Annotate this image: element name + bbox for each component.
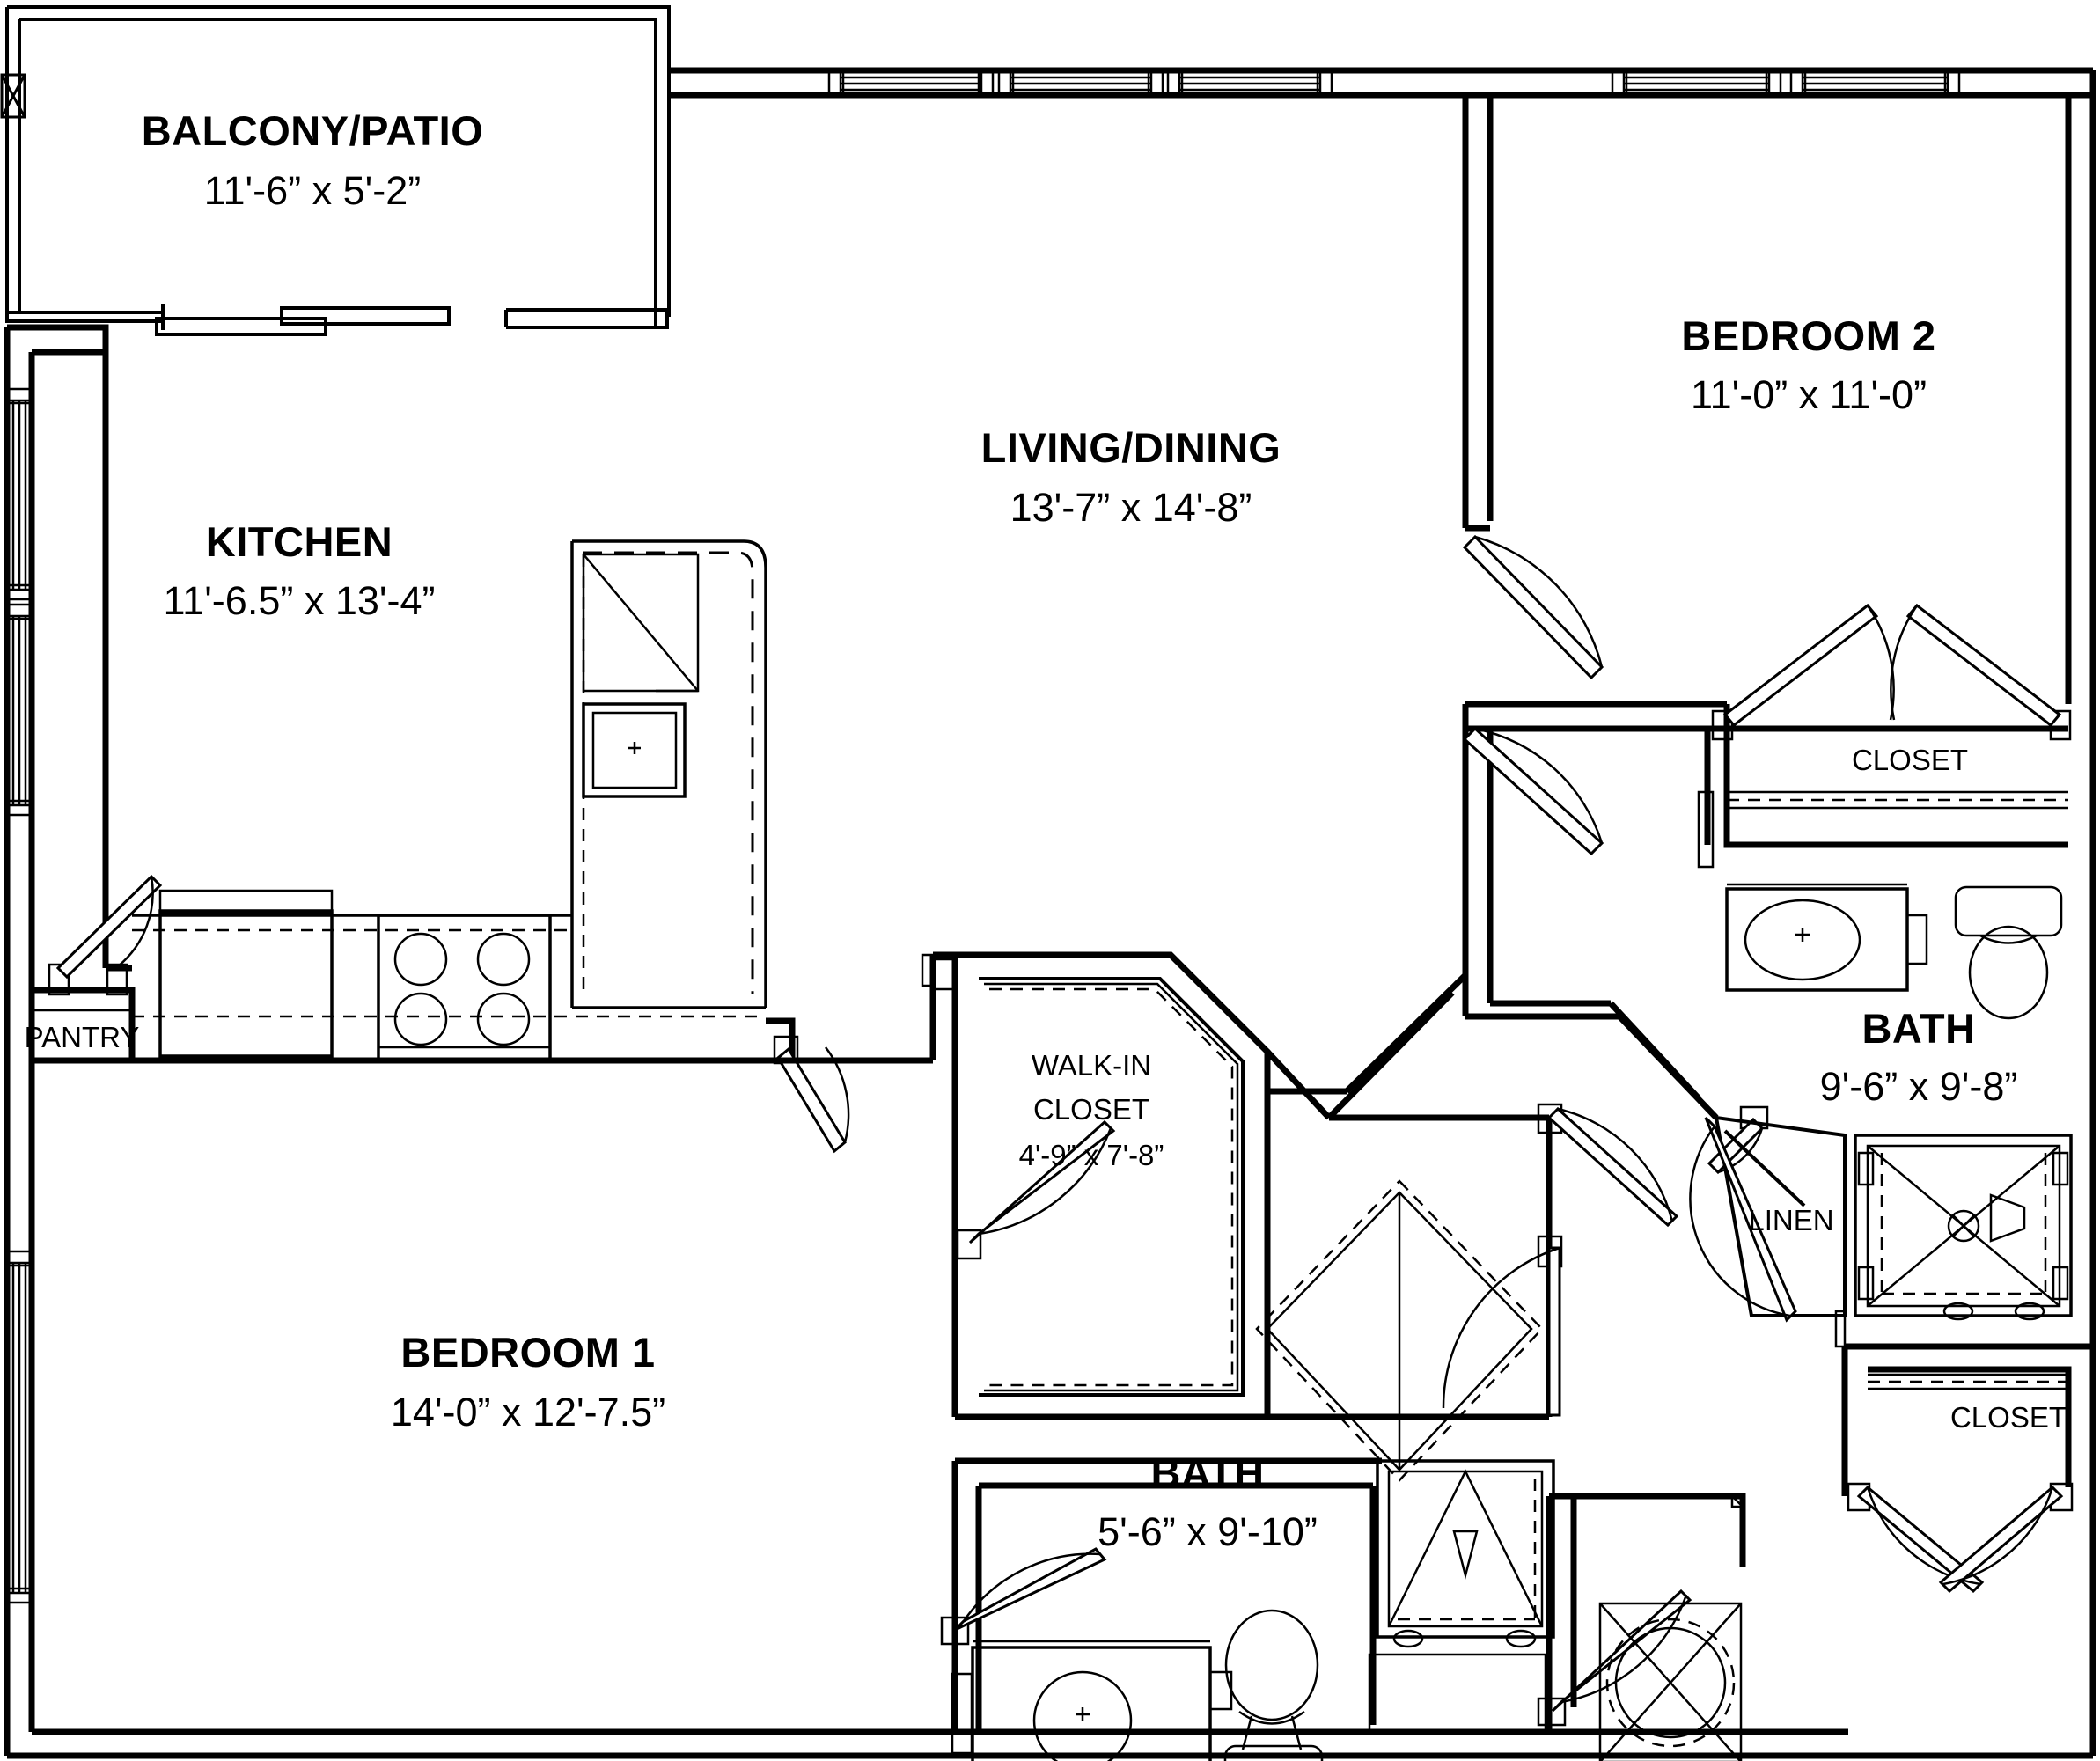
- bath1-door-inner: [940, 1547, 1107, 1646]
- linen-door: [1689, 1116, 1797, 1323]
- room-dims-balcony: 11'-6” x 5'-2”: [204, 168, 421, 213]
- walkin-door: [956, 1119, 1116, 1260]
- window-bed2-1: [1611, 69, 1782, 99]
- bath1-tub: [1368, 1459, 1555, 1734]
- living-dining-area: LIVING/DINING 13'-7” x 14'-8”: [981, 424, 1281, 530]
- room-title-living: LIVING/DINING: [981, 424, 1281, 471]
- refrigerator: [158, 889, 334, 1058]
- window-bed2-2: [1789, 69, 1961, 99]
- sub-room-label-walkin-2: CLOSET: [1033, 1093, 1149, 1126]
- window-kitchen-left-2: [4, 603, 35, 817]
- exterior-windows-top: [827, 69, 1961, 99]
- room-dims-kitchen: 11'-6.5” x 13'-4”: [164, 578, 436, 623]
- window-balcony-left: [0, 73, 26, 119]
- room-dims-bedroom1: 14'-0” x 12'-7.5”: [391, 1390, 665, 1434]
- sub-room-label-walkin-1: WALK-IN: [1032, 1049, 1151, 1082]
- closet-bath2-area: CLOSET: [1841, 1343, 2093, 1594]
- closet-bed2-doors: [1711, 603, 2072, 741]
- window-living-3: [1166, 69, 1333, 99]
- bath2-tub: [1854, 1134, 2073, 1321]
- bath2-vanity-sink: [1725, 883, 1928, 992]
- sub-room-label-closet-bed2: CLOSET: [1852, 744, 1968, 776]
- window-bed1-left: [4, 1250, 35, 1604]
- pantry-door: [48, 874, 163, 996]
- bath2-area: BATH 9'-6” x 9'-8”: [1608, 883, 2073, 1323]
- bath1-area: BATH 5'-6” x 9'-10”: [940, 1449, 1555, 1761]
- window-patio-slider: [155, 317, 327, 336]
- exterior-windows-left: [4, 387, 35, 1604]
- room-title-bath2: BATH: [1861, 1005, 1975, 1052]
- balcony-patio-area: BALCONY/PATIO 11'-6” x 5'-2”: [0, 5, 671, 336]
- sub-room-dims-walkin: 4'-9” x 7'-8”: [1019, 1139, 1164, 1171]
- bath1-vanity-sink: [951, 1640, 1233, 1761]
- window-living-2: [997, 69, 1164, 99]
- bath1-toilet: [1223, 1609, 1324, 1761]
- walkin-closet-area: WALK-IN CLOSET 4'-9” x 7'-8”: [931, 951, 1271, 1420]
- room-title-bedroom1: BEDROOM 1: [400, 1329, 655, 1376]
- bedroom1-door: [1537, 1103, 1679, 1228]
- bedroom2-door: [1462, 534, 1604, 680]
- sub-room-label-pantry: PANTRY: [25, 1021, 140, 1053]
- misc-walls: [792, 953, 1847, 1348]
- kitchen-sink: [582, 702, 687, 798]
- room-dims-bedroom2: 11'-0” x 11'-0”: [1691, 372, 1927, 417]
- closet-bed2-area: CLOSET: [1697, 603, 2072, 869]
- room-dims-bath1: 5'-6” x 9'-10”: [1098, 1509, 1318, 1554]
- room-dims-living: 13'-7” x 14'-8”: [1010, 485, 1252, 530]
- closet-bath2-doors: [1847, 1482, 2074, 1594]
- room-dims-bath2: 9'-6” x 9'-8”: [1820, 1064, 2018, 1109]
- dishwasher: [582, 553, 700, 693]
- room-title-bath1: BATH: [1150, 1449, 1264, 1496]
- hvac-unit: [1255, 1179, 1544, 1482]
- central-hall: [1255, 972, 1746, 1761]
- room-title-kitchen: KITCHEN: [206, 518, 393, 565]
- bedroom1-area: BEDROOM 1 14'-0” x 12'-7.5”: [132, 1057, 792, 1434]
- bath2-toilet: [1954, 885, 2063, 1020]
- sub-room-label-linen: LINEN: [1748, 1204, 1833, 1236]
- kitchen-entry-door: [766, 1017, 850, 1154]
- sub-room-label-closet-bath2: CLOSET: [1950, 1401, 2067, 1434]
- washer-dryer: [1598, 1602, 1743, 1761]
- room-title-bedroom2: BEDROOM 2: [1681, 312, 1935, 359]
- bath1-door: [1442, 1235, 1563, 1417]
- room-title-balcony: BALCONY/PATIO: [142, 107, 484, 154]
- linen-closet: LINEN: [1689, 1115, 1847, 1323]
- window-kitchen-left-1: [4, 387, 35, 601]
- hall-door: [1462, 726, 1604, 856]
- window-living-1: [827, 69, 995, 99]
- bedroom2-area: BEDROOM 2 11'-0” x 11'-0”: [1462, 95, 1935, 1020]
- pantry-area: PANTRY: [25, 874, 163, 1064]
